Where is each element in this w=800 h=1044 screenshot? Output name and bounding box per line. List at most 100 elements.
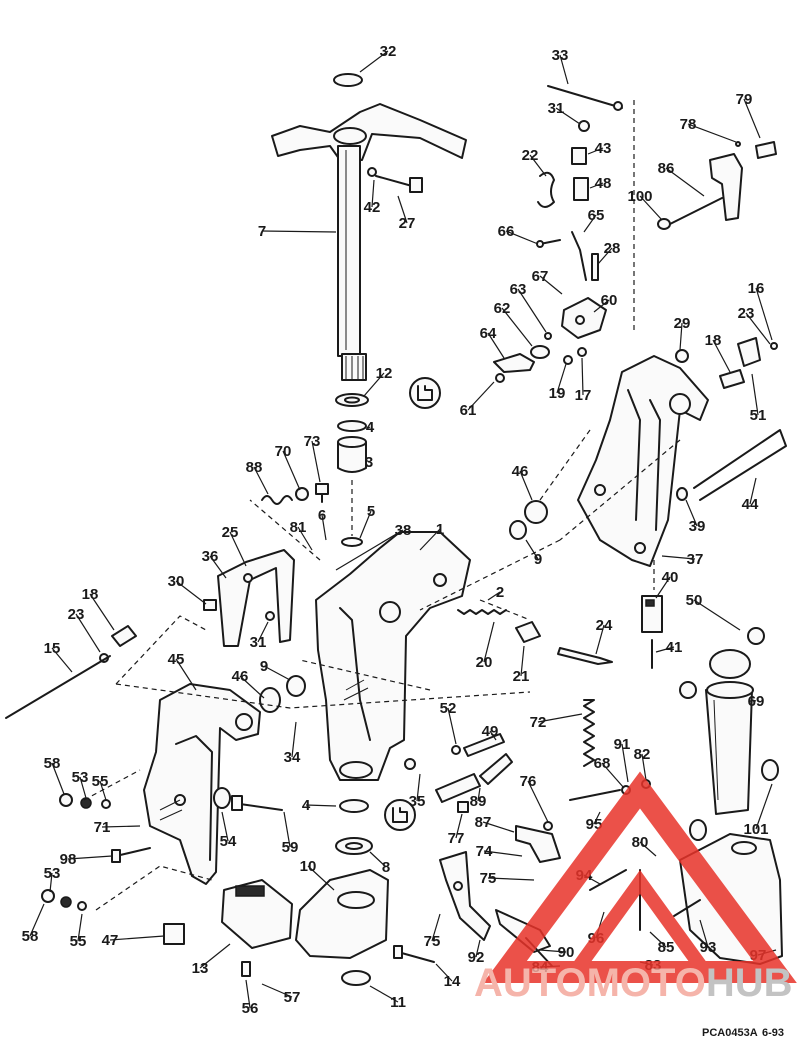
part-69-trim-cylinder bbox=[705, 649, 754, 815]
callout: 64 bbox=[480, 325, 505, 359]
callout-leader-line bbox=[743, 98, 761, 139]
callout: 53 bbox=[44, 865, 60, 893]
callout-number: 46 bbox=[512, 463, 529, 480]
callout: 50 bbox=[686, 592, 741, 631]
callout-leader-line bbox=[51, 762, 65, 795]
callout: 20 bbox=[476, 621, 495, 671]
callout: 80 bbox=[632, 834, 657, 857]
callout: 81 bbox=[290, 519, 313, 551]
part-60-cam bbox=[561, 297, 607, 339]
part-47-plate bbox=[163, 923, 185, 945]
callout: 89 bbox=[470, 787, 486, 810]
callout-number: 93 bbox=[700, 939, 717, 956]
part-88-spring bbox=[261, 483, 329, 505]
callout-leader-line bbox=[359, 50, 389, 73]
callout-leader-line bbox=[679, 322, 683, 351]
callout-number: 58 bbox=[44, 755, 61, 772]
callout-leader-line bbox=[505, 230, 539, 245]
part-87-bracket bbox=[515, 821, 561, 863]
callout: 73 bbox=[304, 433, 321, 483]
callout-leader-line bbox=[537, 713, 583, 723]
callout-leader-line bbox=[335, 529, 404, 571]
callout: 4 bbox=[302, 797, 337, 814]
callout-leader-line bbox=[77, 913, 83, 942]
callout: 37 bbox=[661, 551, 704, 568]
part-4-bushing-lower bbox=[339, 799, 369, 813]
callout-number: 37 bbox=[687, 551, 704, 568]
part-14-bolt bbox=[393, 945, 435, 963]
callout-number: 5 bbox=[367, 503, 375, 520]
callout-leader-line bbox=[520, 645, 525, 677]
callout: 12 bbox=[363, 365, 393, 397]
callout-number: 55 bbox=[70, 933, 87, 950]
part-8-bearing bbox=[335, 837, 373, 855]
callout-number: 17 bbox=[575, 387, 592, 404]
part-27-bolt bbox=[367, 167, 423, 193]
callout-number: 31 bbox=[548, 100, 565, 117]
callout-leader-line bbox=[291, 721, 297, 758]
part-4-bushing-upper bbox=[337, 420, 367, 432]
callout-leader-line bbox=[755, 783, 773, 830]
callout-number: 44 bbox=[742, 496, 759, 513]
part-46-washer-left bbox=[259, 687, 281, 713]
callout: 57 bbox=[261, 983, 300, 1006]
callout-leader-line bbox=[745, 312, 771, 345]
bushing-detail-lower bbox=[384, 799, 416, 831]
callout-number: 66 bbox=[498, 223, 515, 240]
callout: 18 bbox=[705, 332, 731, 373]
part-58-53-55-nuts-lower bbox=[41, 889, 87, 911]
part-30-bolt bbox=[203, 599, 217, 611]
callout: 90 bbox=[539, 944, 574, 961]
callout-number: 36 bbox=[202, 548, 219, 565]
part-1-swivel-bracket bbox=[315, 531, 471, 781]
callout-number: 69 bbox=[748, 693, 765, 710]
callout-leader-line bbox=[527, 780, 549, 823]
callout-leader-line bbox=[475, 939, 481, 958]
callout-number: 34 bbox=[284, 749, 301, 766]
callout: 55 bbox=[92, 773, 109, 801]
callout-number: 101 bbox=[743, 821, 768, 838]
part-86-lever bbox=[657, 141, 777, 230]
part-13-pad bbox=[221, 879, 293, 977]
callout-number: 55 bbox=[92, 773, 109, 790]
part-52-49-pin bbox=[451, 733, 505, 757]
part-59-bolt bbox=[231, 795, 283, 811]
callout-leader-line bbox=[477, 787, 481, 802]
assembly-guide-lines bbox=[83, 429, 681, 911]
callout: 30 bbox=[168, 573, 207, 605]
callout-number: 74 bbox=[476, 843, 493, 860]
callout-leader-line bbox=[487, 591, 501, 601]
callout-number: 77 bbox=[448, 830, 465, 847]
callout-leader-line bbox=[556, 363, 567, 394]
part-93-pin bbox=[673, 899, 701, 917]
callout-number: 27 bbox=[399, 215, 416, 232]
callout: 31 bbox=[548, 100, 581, 125]
part-32-cap bbox=[333, 73, 363, 87]
part-12-washer bbox=[335, 393, 369, 407]
callout-leader-line bbox=[245, 979, 251, 1009]
callout-leader-line bbox=[751, 699, 757, 702]
callout-leader-line bbox=[369, 985, 399, 1003]
part-39-bushing bbox=[676, 487, 688, 501]
part-22-clip bbox=[537, 171, 555, 208]
callout: 75 bbox=[480, 870, 535, 887]
callout: 49 bbox=[482, 723, 498, 741]
callout: 43 bbox=[587, 140, 611, 157]
callout: 15 bbox=[44, 640, 73, 673]
callout-number: 25 bbox=[222, 524, 239, 541]
callout: 23 bbox=[68, 606, 101, 653]
callout-number: 1 bbox=[436, 521, 444, 538]
part-98-bolt bbox=[111, 847, 151, 863]
callout-leader-line bbox=[369, 851, 387, 868]
callout-number: 24 bbox=[596, 617, 613, 634]
callout-number: 38 bbox=[395, 522, 412, 539]
callout-number: 12 bbox=[376, 365, 393, 382]
callout-number: 100 bbox=[627, 188, 652, 205]
callout-number: 29 bbox=[674, 315, 691, 332]
callout-leader-line bbox=[601, 762, 625, 789]
callout-leader-line bbox=[239, 675, 265, 699]
callout-leader-line bbox=[517, 288, 547, 333]
callout: 100 bbox=[627, 188, 663, 221]
callout-number: 62 bbox=[494, 300, 511, 317]
